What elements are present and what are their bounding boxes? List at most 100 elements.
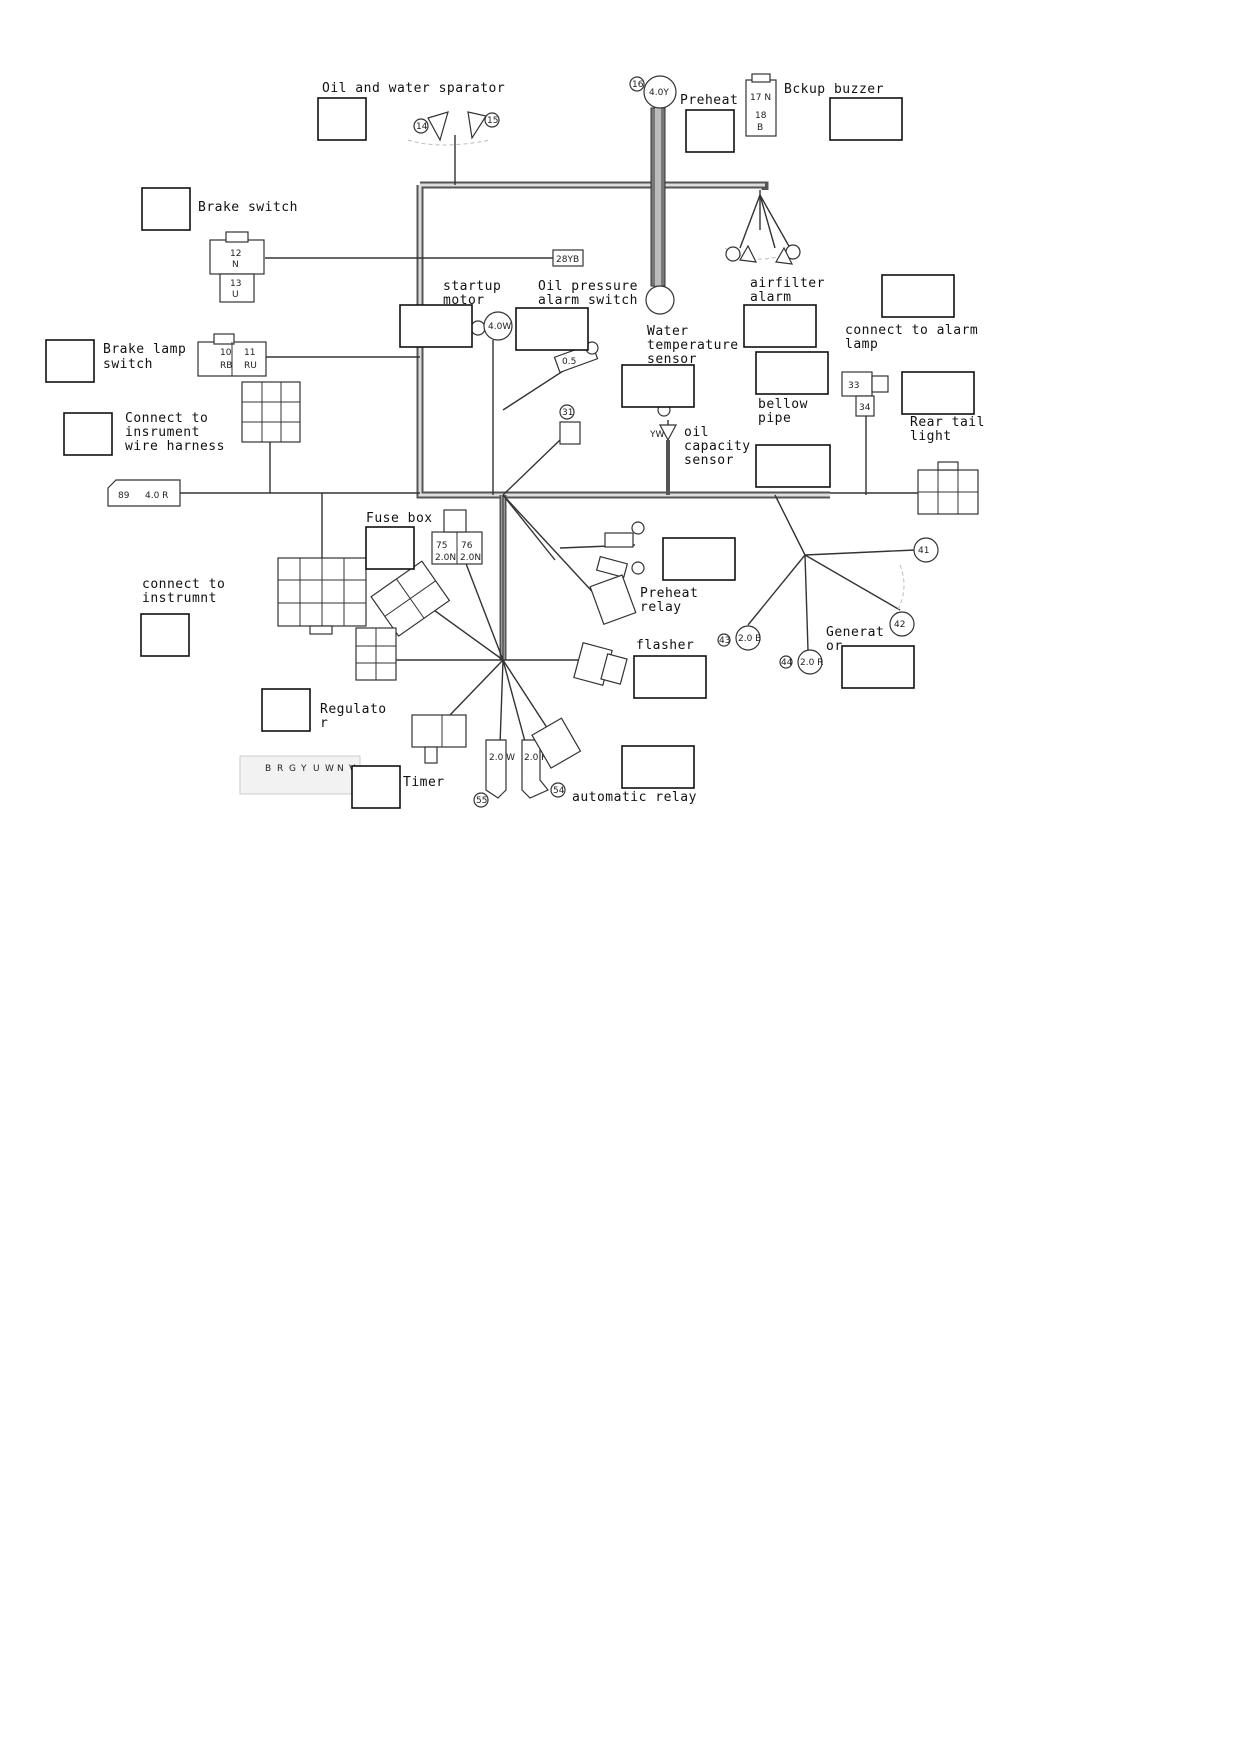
legend-color-6: N [337,764,344,774]
answer-box-oil-pressure[interactable] [515,307,589,351]
answer-box-instrument-harness[interactable] [63,412,113,456]
pin-2r: 2.0 R [524,753,547,763]
pin-41: 41 [918,546,929,556]
pin-89-wire: 4.0 R [145,491,168,501]
answer-box-timer[interactable] [351,765,401,809]
pin-preheat-wire: 4.0Y [649,88,669,98]
pin-54: 54 [553,786,565,796]
answer-box-backup-buzzer[interactable] [829,97,903,141]
terminal-14-icon [427,111,449,142]
answer-box-preheat[interactable] [685,109,735,153]
pin-generator-b: 2.0 B [738,634,761,644]
pin-2w: 2.0 W [489,753,515,763]
label-bellow-2: pipe [758,411,791,426]
answer-box-fuse-box[interactable] [365,526,415,570]
pin-10-color: RB [220,361,232,371]
answer-boxes [45,97,975,809]
pin-55: 55 [476,796,487,806]
label-timer: Timer [403,775,445,790]
label-brake-lamp-1: Brake lamp [103,342,186,357]
pin-13-color: U [232,290,239,300]
label-instrument-harness-3: wire harness [125,439,225,454]
pin-10: 10 [220,348,232,358]
answer-box-airfilter[interactable] [743,304,817,348]
label-oil-capacity-3: sensor [684,453,734,468]
legend-color-4: U [313,764,320,774]
pin-generator-r: 2.0 R [800,658,823,668]
label-brake-lamp-2: switch [103,357,153,372]
label-rear-tail-2: light [910,429,952,444]
answer-box-rear-tail-light[interactable] [901,371,975,415]
label-regulator-1: Regulato [320,702,387,717]
label-oil-pressure-1: Oil pressure [538,279,638,294]
answer-box-startup-motor[interactable] [399,304,473,348]
label-alarm-lamp-1: connect to alarm [845,323,978,338]
answer-box-brake-switch[interactable] [141,187,191,231]
pin-14: 14 [416,122,428,132]
pin-18: 18 [755,111,767,121]
component-labels: Oil and water sparator Preheat Bckup buz… [103,81,985,805]
pin-43: 43 [719,636,730,646]
pin-13: 13 [230,279,241,289]
pin-89: 89 [118,491,130,501]
pin-75-wire: 2.0N [435,553,456,563]
answer-box-water-temp[interactable] [621,364,695,408]
pin-44: 44 [781,658,793,668]
pin-34: 34 [859,403,871,413]
pin-76-wire: 2.0N [460,553,481,563]
pin-oil-capacity-color: YW [649,430,664,440]
legend-color-3: Y [300,764,307,774]
label-oil-capacity-2: capacity [684,439,751,454]
legend-color-2: G [289,764,296,774]
answer-box-automatic-relay[interactable] [621,745,695,789]
label-flasher: flasher [636,638,694,653]
answer-box-brake-lamp-switch[interactable] [45,339,95,383]
label-preheat: Preheat [680,93,738,108]
pin-11-color: RU [244,361,257,371]
answer-box-oil-capacity[interactable] [755,444,831,488]
answer-box-instrument[interactable] [140,613,190,657]
label-water-temp-2: temperature [647,338,739,353]
label-oil-water-separator: Oil and water sparator [322,81,505,96]
components: 14 15 16 4.0Y 17 N 18 B 12 N 13 U 28YB [107,73,979,808]
pin-75: 75 [436,541,447,551]
pin-76: 76 [461,541,473,551]
label-brake-switch: Brake switch [198,200,298,215]
label-water-temp-3: sensor [647,352,697,367]
label-startup-motor-2: motor [443,293,485,308]
pin-42: 42 [894,620,905,630]
label-backup-buzzer: Bckup buzzer [784,82,884,97]
pin-oil-pressure: 0.5 [562,357,576,367]
label-airfilter-1: airfilter [750,276,825,291]
legend-color-5: W [325,764,334,774]
pin-11: 11 [244,348,255,358]
legend-color-0: B [265,764,271,774]
label-airfilter-2: alarm [750,290,792,305]
pin-18-color: B [757,123,763,133]
answer-box-alarm-lamp[interactable] [881,274,955,318]
label-preheat-relay-2: relay [640,600,682,615]
label-startup-motor-1: startup [443,279,501,294]
label-oil-pressure-2: alarm switch [538,293,638,308]
answer-box-generator[interactable] [841,645,915,689]
answer-box-oil-water-separator[interactable] [317,97,367,141]
label-automatic-relay: automatic relay [572,790,697,805]
answer-box-bellow-pipe[interactable] [755,351,829,395]
label-generator-2: or [826,639,843,654]
label-regulator-2: r [320,716,328,731]
label-oil-capacity-1: oil [684,425,709,440]
label-rear-tail-1: Rear tail [910,415,985,430]
pin-12-color: N [232,260,239,270]
answer-box-regulator[interactable] [261,688,311,732]
pin-16: 16 [632,80,644,90]
label-instrument-harness-1: Connect to [125,411,208,426]
label-bellow-1: bellow [758,397,808,412]
pin-17: 17 N [750,93,771,103]
answer-box-preheat-relay[interactable] [662,537,736,581]
answer-box-flasher[interactable] [633,655,707,699]
label-instrument-2: instrumnt [142,591,217,606]
label-water-temp-1: Water [647,324,689,339]
label-preheat-relay-1: Preheat [640,586,698,601]
label-fuse-box: Fuse box [366,511,433,526]
